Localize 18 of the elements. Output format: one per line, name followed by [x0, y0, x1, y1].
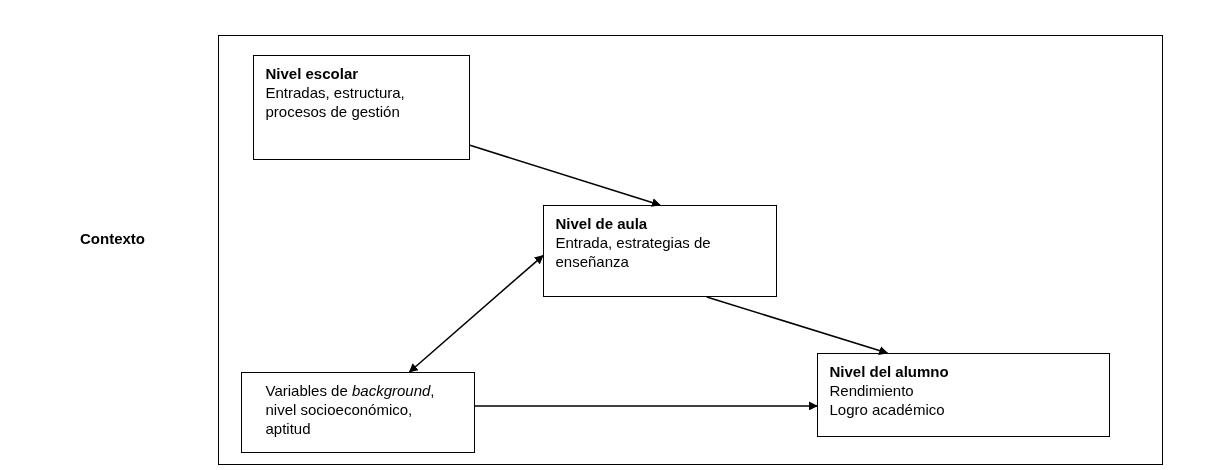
arrow: [474, 401, 818, 411]
frame-box: [218, 35, 1163, 465]
box-text: Entrada, estrategias de enseñanza: [555, 232, 712, 271]
box-heading: Nivel de aula: [555, 213, 649, 233]
box-text: Logro académico: [829, 399, 946, 419]
text-box: [542, 204, 777, 297]
arrow: [408, 254, 544, 373]
box-text: Rendimiento: [829, 380, 915, 400]
text-box: [252, 54, 470, 160]
arrow: [469, 144, 661, 207]
text-box: [240, 371, 475, 453]
text-box: [816, 352, 1110, 437]
box-heading: Nivel escolar: [265, 63, 360, 83]
arrow: [706, 296, 889, 355]
box-text: Entradas, estructura, procesos de gestión: [265, 82, 406, 121]
box-heading: Nivel del alumno: [829, 361, 950, 381]
context-label: Contexto: [80, 229, 145, 249]
box-text: Variables de background, nivel socioeconómico, aptitud: [265, 380, 436, 438]
